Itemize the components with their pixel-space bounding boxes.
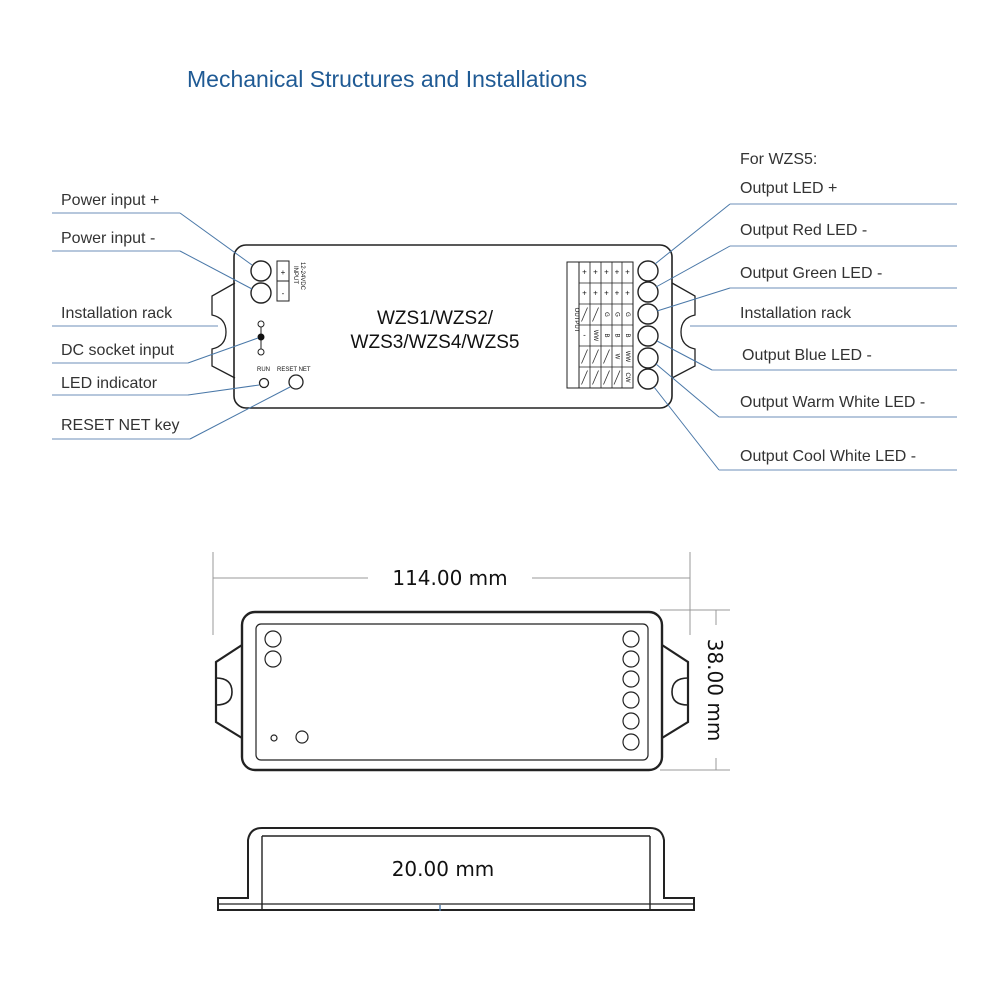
label-dc-socket: DC socket input <box>61 342 174 359</box>
model-name-line1: WZS1/WZS2/ <box>377 308 494 329</box>
output-table-empty-mark <box>592 349 599 364</box>
output-table-empty-mark <box>592 370 599 385</box>
output-table-empty-mark <box>613 370 621 385</box>
right-callouts: For WZS5: Output LED + Output Red LED - … <box>653 151 957 471</box>
output-table-empty-mark <box>581 370 588 385</box>
output-table-empty-mark <box>581 349 588 364</box>
output-table-cell: - <box>583 331 586 340</box>
output-terminal-2 <box>637 281 659 303</box>
output-label: OUTPUT <box>573 308 579 333</box>
label-output-blue: Output Blue LED - <box>742 347 872 364</box>
output-table-empty-mark <box>592 307 599 322</box>
output-table-cell: + <box>625 268 630 277</box>
side-view-outline <box>217 827 695 911</box>
output-table-cell: B <box>603 333 609 337</box>
power-minus-terminal <box>250 282 272 304</box>
output-table-cell: + <box>582 268 587 277</box>
output-table-empty-mark <box>603 370 610 385</box>
input-voltage-text: 12-24VDC <box>299 262 305 291</box>
dimension-width: 38.00 mm <box>660 609 730 771</box>
power-plus-terminal <box>250 260 272 282</box>
label-output-warm-white: Output Warm White LED - <box>740 394 925 411</box>
label-output-cool-white: Output Cool White LED - <box>740 448 916 465</box>
output-table-cell: WW <box>624 351 630 363</box>
output-table-cell: B <box>624 333 630 337</box>
output-terminal-1 <box>637 260 659 282</box>
output-table-cell: + <box>593 289 598 298</box>
output-table-cell: CW <box>624 373 630 383</box>
output-table-cell: + <box>625 289 630 298</box>
length-dimension-label: 114.00 mm <box>392 566 507 590</box>
output-table-cell: WW <box>592 330 598 342</box>
input-plus-sign: + <box>281 268 286 277</box>
output-table-empty-mark <box>603 349 610 364</box>
input-text: INPUT <box>292 266 298 284</box>
output-terminal-3 <box>637 303 659 325</box>
label-reset-net: RESET NET key <box>61 417 180 434</box>
output-table-cell: + <box>582 289 587 298</box>
led-indicator <box>258 377 270 389</box>
left-callouts: Power input + Power input - Installation… <box>52 192 291 440</box>
label-led-indicator: LED indicator <box>61 375 158 392</box>
page-title: Mechanical Structures and Installations <box>187 66 587 92</box>
label-for-model: For WZS5: <box>740 151 817 168</box>
label-power-plus: Power input + <box>61 192 159 209</box>
label-output-plus: Output LED + <box>740 180 837 197</box>
output-table-empty-mark <box>581 307 588 322</box>
output-table-cell: + <box>604 268 609 277</box>
reset-net-button <box>288 374 304 390</box>
input-minus-sign: - <box>282 289 285 298</box>
output-table-cell: + <box>615 268 620 277</box>
label-power-minus: Power input - <box>61 230 155 247</box>
output-terminals <box>637 260 659 390</box>
top-view-outline <box>214 610 690 772</box>
label-output-red: Output Red LED - <box>740 222 867 239</box>
width-dimension-label: 38.00 mm <box>703 639 727 742</box>
label-installation-rack-right: Installation rack <box>740 305 852 322</box>
reset-net-label: RESET NET <box>277 367 311 373</box>
output-table-cell: G <box>603 312 609 317</box>
output-table-cell: G <box>613 312 619 317</box>
model-name-line2: WZS3/WZS4/WZS5 <box>351 332 520 353</box>
output-terminal-4 <box>637 325 659 347</box>
output-table-cell: W <box>613 354 619 360</box>
output-terminal-6 <box>637 368 659 390</box>
run-label: RUN <box>257 367 270 373</box>
output-table-cell: + <box>604 289 609 298</box>
height-dimension-label: 20.00 mm <box>392 857 495 881</box>
output-terminal-5 <box>637 347 659 369</box>
output-table-cell: + <box>593 268 598 277</box>
dc-socket-icon <box>257 320 265 356</box>
label-installation-rack-left: Installation rack <box>61 305 173 322</box>
output-table-cell: G <box>624 312 630 317</box>
top-view-terminals <box>264 630 640 751</box>
label-output-green: Output Green LED - <box>740 265 882 282</box>
output-table-cell: + <box>615 289 620 298</box>
output-table-cell: B <box>613 333 619 337</box>
dimension-length: 114.00 mm <box>212 552 691 635</box>
top-device-outline <box>211 244 696 409</box>
